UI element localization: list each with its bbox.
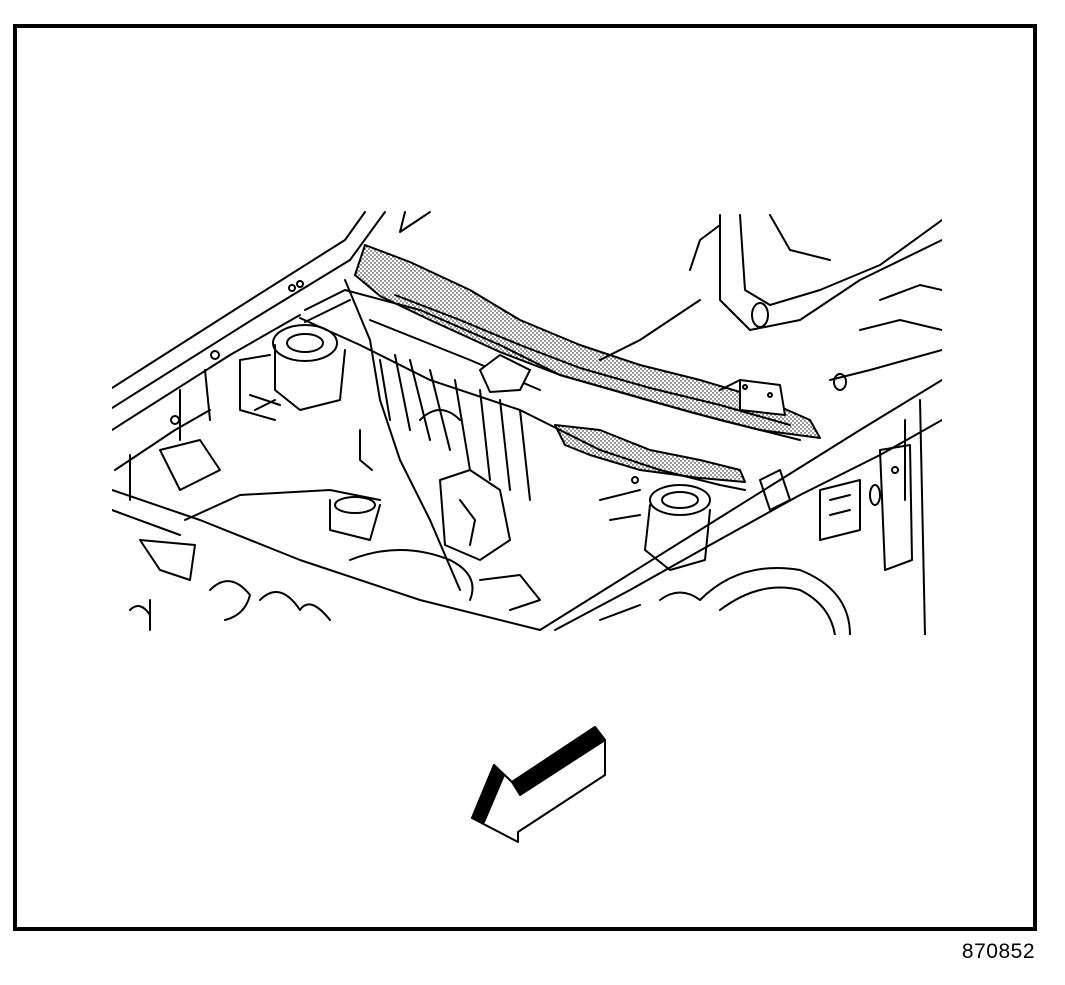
cowl-panel-highlight — [299, 244, 821, 491]
figure-number: 870852 — [961, 940, 1035, 963]
center-dash-panel — [344, 279, 541, 611]
left-strut-tower — [239, 324, 346, 421]
right-strut-tower — [599, 476, 711, 571]
left-body-rail — [112, 211, 431, 501]
left-lower-structure — [112, 439, 541, 631]
front-direction-arrow-icon — [471, 726, 606, 843]
right-body-rail — [539, 214, 942, 635]
